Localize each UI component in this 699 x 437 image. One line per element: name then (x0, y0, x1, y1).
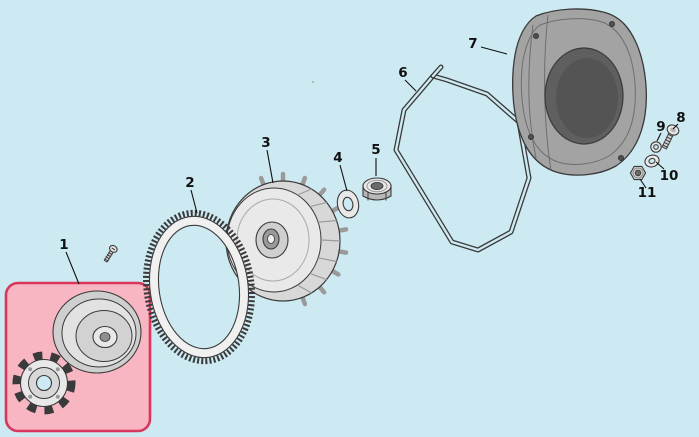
leader-line-7 (480, 46, 508, 55)
leader-line-1 (65, 251, 80, 285)
leader-line-2 (190, 189, 198, 214)
part-1-flywheel-rotor[interactable] (52, 290, 142, 374)
part-labels: 1 2 3 4 5 6 7 8 9 10 11 (59, 36, 685, 253)
leader-line-10 (655, 161, 665, 170)
fan-fins (258, 171, 349, 307)
part-label-3[interactable]: 3 (261, 135, 270, 151)
part-2-ring-gear[interactable] (137, 206, 262, 368)
part-8-bolt[interactable] (659, 123, 681, 151)
leader-line-8 (672, 123, 679, 130)
part-4-washer[interactable] (335, 188, 361, 220)
part-3-flywheel-fan[interactable] (225, 171, 349, 307)
part-label-10[interactable]: 10 (660, 168, 679, 184)
leader-lines (65, 46, 679, 285)
small-screw[interactable] (102, 244, 118, 263)
part-label-4[interactable]: 4 (333, 150, 342, 166)
part-6-trim-wire[interactable] (393, 64, 532, 253)
part-label-8[interactable]: 8 (676, 110, 685, 126)
part-label-9[interactable]: 9 (656, 119, 665, 135)
part-label-11[interactable]: 11 (638, 185, 657, 201)
part-10-washer[interactable] (643, 153, 660, 168)
leader-line-11 (639, 178, 647, 189)
part-1-toothed-plate[interactable] (12, 351, 76, 415)
leader-line-3 (266, 149, 274, 184)
leader-line-4 (339, 164, 348, 192)
part-7-fan-cover[interactable] (512, 8, 647, 176)
part-label-1[interactable]: 1 (59, 237, 68, 253)
part-label-7[interactable]: 7 (468, 36, 477, 52)
leader-line-9 (656, 132, 662, 142)
part-9-washer[interactable] (650, 141, 662, 153)
part-5-nut[interactable] (362, 177, 392, 201)
speckle-dot (312, 81, 314, 83)
leader-line-6 (404, 79, 417, 92)
part-11-nut[interactable] (629, 165, 647, 181)
part-label-6[interactable]: 6 (398, 65, 407, 81)
part-label-5[interactable]: 5 (371, 142, 380, 158)
part-label-2[interactable]: 2 (185, 175, 194, 191)
